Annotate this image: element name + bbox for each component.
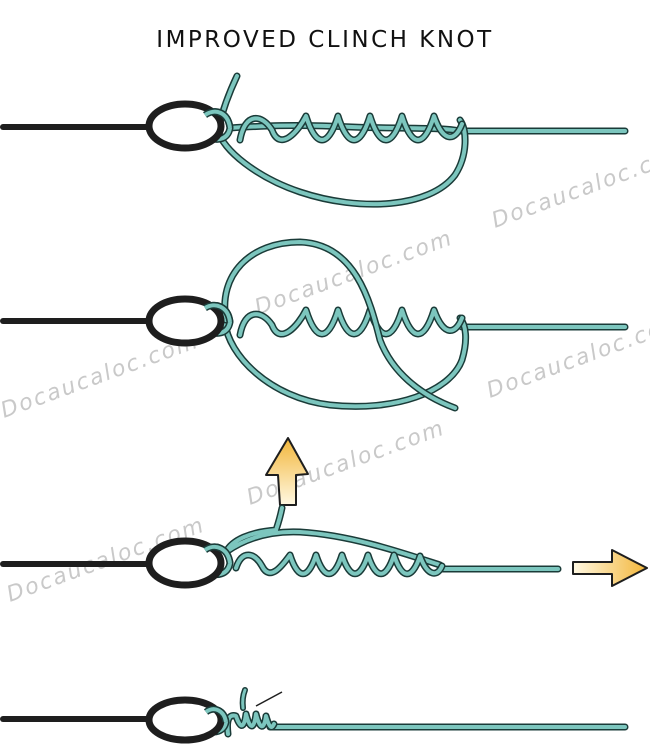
- step-3: [0, 504, 562, 589]
- tag-line: [201, 238, 629, 412]
- step-4: [0, 687, 629, 744]
- hook-eye: [145, 537, 225, 589]
- right-arrow-icon: [572, 549, 648, 587]
- watermark-1: Docaucaloc.com: [489, 139, 650, 234]
- hook-eye: [145, 295, 225, 347]
- tag-line: [202, 687, 629, 738]
- tag-line: [201, 504, 562, 579]
- step-1: [0, 72, 629, 208]
- hook-eye: [145, 696, 225, 744]
- trim-mark: [255, 691, 283, 707]
- diagram-title: IMPROVED CLINCH KNOT: [156, 27, 494, 53]
- hook-eye: [145, 100, 225, 152]
- step-2: [0, 238, 629, 412]
- watermark-4: Docaucaloc.com: [484, 309, 650, 404]
- up-arrow-icon: [265, 437, 309, 506]
